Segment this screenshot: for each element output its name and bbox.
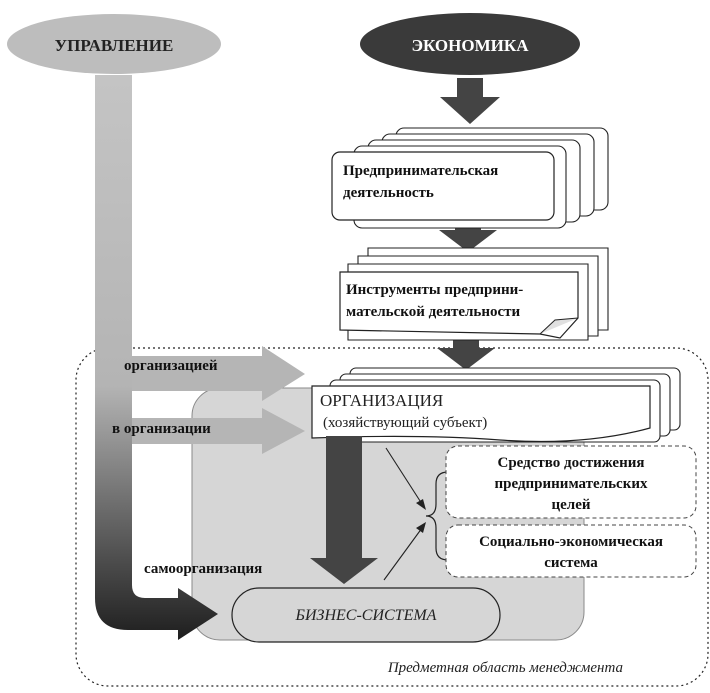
arrow-economy-down [440, 78, 500, 124]
socio-economic-line1: Социально-экономическая [479, 534, 663, 550]
entrepreneurial-activity-line2: деятельность [343, 185, 434, 201]
arrow-in-organization [132, 408, 305, 454]
instruments-line2: мательской деятельности [346, 304, 520, 320]
management-oval [7, 14, 221, 74]
stack-organization [311, 367, 681, 443]
means-line2: предпринимательских [495, 476, 648, 492]
arrow-instruments-down [437, 334, 495, 370]
organization-title: ОРГАНИЗАЦИЯ [320, 391, 443, 410]
connector-arrowhead-1 [416, 499, 426, 510]
means-line3: целей [551, 497, 590, 513]
stack-instruments [339, 247, 609, 341]
entrepreneurial-activity-line1: Предпринимательская [343, 163, 498, 179]
brace [425, 471, 449, 561]
label-self-organization: самоорганизация [144, 561, 262, 577]
arrow-activity-down [439, 212, 497, 252]
management-label: УПРАВЛЕНИЕ [55, 36, 174, 55]
stack-entrepreneurial-activity [331, 127, 609, 229]
economy-oval [360, 13, 580, 75]
business-system-label: БИЗНЕС-СИСТЕМА [295, 607, 437, 624]
connector-business-to-brace [383, 527, 423, 581]
connector-arrowhead-2 [416, 522, 426, 533]
means-line1: Средство достижения [498, 455, 645, 471]
means-box [445, 445, 697, 519]
economy-label: ЭКОНОМИКА [412, 36, 530, 55]
label-by-organization: организацией [124, 358, 218, 374]
arrow-organization-to-business-system [310, 436, 378, 584]
organization-subtitle: (хозяйствующий субъект) [323, 415, 487, 431]
socio-economic-line2: система [544, 555, 598, 571]
label-in-organization: в организации [112, 421, 211, 437]
subject-area-boundary [75, 347, 709, 687]
connector-organization-to-brace [385, 447, 423, 505]
arrow-by-organization [132, 346, 305, 401]
management-arrow [95, 75, 218, 640]
business-system-oval [231, 587, 501, 643]
subject-area-label: Предметная область менеджмента [387, 660, 623, 676]
instruments-line1: Инструменты предприни- [346, 282, 523, 298]
socio-economic-box [445, 524, 697, 578]
